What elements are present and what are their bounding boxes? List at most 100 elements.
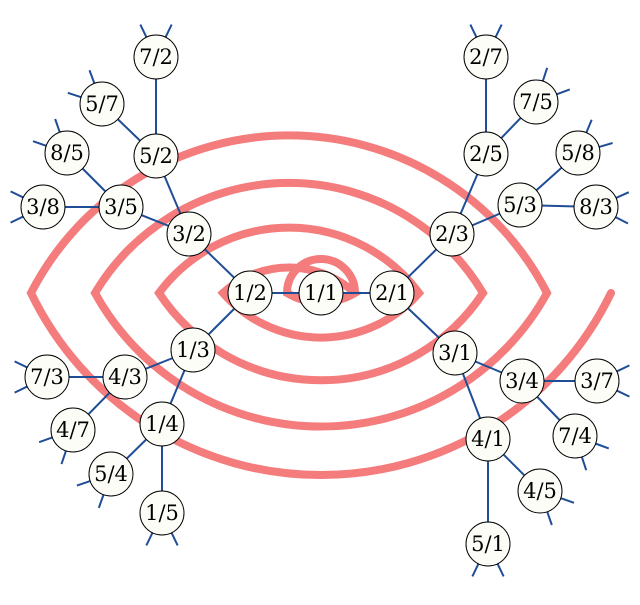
node-label: 1/3: [176, 338, 210, 362]
node-3-8: 3/8: [20, 184, 66, 230]
stub-n-4-7-0: [60, 450, 67, 465]
stub-layer: [10, 24, 630, 577]
node-circle: [227, 270, 273, 316]
stub-n-4-7-1: [38, 436, 53, 444]
node-8-3: 8/3: [573, 184, 619, 230]
node-circle: [170, 327, 216, 373]
node-circle: [139, 490, 185, 536]
node-label: 3/2: [172, 222, 206, 246]
node-4-5: 4/5: [517, 468, 563, 514]
node-circle: [24, 354, 70, 400]
stub-n-3-8-1: [10, 190, 24, 199]
node-1-2: 1/2: [227, 270, 273, 316]
node-circle: [298, 270, 344, 316]
node-label: 1/1: [304, 281, 338, 305]
node-7-2: 7/2: [133, 34, 179, 80]
node-3-7: 3/7: [574, 358, 620, 404]
node-3-2: 3/2: [166, 211, 212, 257]
node-1-1: 1/1: [298, 270, 344, 316]
node-4-1: 4/1: [465, 416, 511, 462]
node-7-3: 7/3: [24, 354, 70, 400]
stub-n-4-5-0: [560, 497, 575, 504]
node-label: 3/4: [505, 369, 539, 393]
stub-n-7-4-0: [595, 442, 610, 450]
node-label: 7/2: [139, 45, 173, 69]
node-circle: [20, 184, 66, 230]
node-7-4: 7/4: [552, 413, 598, 459]
node-label: 2/1: [375, 281, 409, 305]
stub-n-7-3-0: [14, 385, 28, 394]
node-label: 3/1: [438, 341, 472, 365]
node-label: 2/7: [469, 45, 503, 69]
node-2-5: 2/5: [463, 131, 509, 177]
node-circle: [133, 133, 179, 179]
node-5-4: 5/4: [88, 451, 134, 497]
node-label: 8/5: [50, 141, 84, 165]
node-5-2: 5/2: [133, 133, 179, 179]
node-3-4: 3/4: [499, 358, 545, 404]
stub-n-7-5-0: [541, 67, 549, 82]
node-label: 7/4: [558, 424, 592, 448]
stub-n-7-5-1: [556, 88, 571, 96]
node-circle: [432, 330, 478, 376]
node-label: 7/3: [30, 365, 64, 389]
stub-n-1-5-0: [170, 532, 179, 546]
stub-n-8-5-1: [54, 118, 61, 133]
stub-n-5-8-0: [585, 119, 593, 134]
node-circle: [463, 131, 509, 177]
stub-n-3-7-1: [616, 389, 630, 398]
node-circle: [499, 358, 545, 404]
node-circle: [555, 130, 601, 176]
node-label: 3/5: [104, 195, 138, 219]
stub-n-5-1-0: [496, 563, 505, 577]
node-2-3: 2/3: [429, 211, 475, 257]
stub-n-7-2-1: [164, 24, 173, 38]
stub-n-5-4-1: [76, 480, 91, 487]
spiral-curve: [26, 131, 615, 479]
node-circle: [139, 401, 185, 447]
node-circle: [79, 81, 125, 127]
node-circle: [463, 34, 509, 80]
node-circle: [98, 184, 144, 230]
spiral-layer: [26, 131, 615, 479]
node-circle: [574, 358, 620, 404]
node-label: 8/3: [579, 195, 613, 219]
node-circle: [465, 521, 511, 567]
stub-n-8-5-0: [32, 140, 47, 147]
stub-n-2-7-0: [469, 24, 478, 38]
node-5-8: 5/8: [555, 130, 601, 176]
node-circle: [513, 79, 559, 125]
node-circle: [50, 407, 96, 453]
node-label: 4/7: [56, 418, 90, 442]
node-label: 4/3: [108, 365, 142, 389]
node-5-1: 5/1: [465, 521, 511, 567]
stub-n-7-3-1: [14, 360, 28, 369]
node-label: 1/2: [233, 281, 267, 305]
node-label: 4/1: [471, 427, 505, 451]
node-4-3: 4/3: [102, 354, 148, 400]
node-4-7: 4/7: [50, 407, 96, 453]
node-5-3: 5/3: [497, 182, 543, 228]
node-8-5: 8/5: [44, 130, 90, 176]
node-circle: [88, 451, 134, 497]
node-1-3: 1/3: [170, 327, 216, 373]
node-label: 2/3: [435, 222, 469, 246]
node-label: 5/8: [561, 141, 595, 165]
node-label: 5/7: [85, 92, 119, 116]
stub-n-7-2-0: [139, 24, 148, 38]
node-circle: [102, 354, 148, 400]
node-circle: [517, 468, 563, 514]
stub-n-3-8-0: [10, 215, 24, 224]
stub-n-3-7-0: [616, 364, 630, 373]
node-label: 1/4: [145, 412, 179, 436]
node-1-5: 1/5: [139, 490, 185, 536]
node-label: 5/1: [471, 532, 505, 556]
node-circle: [465, 416, 511, 462]
stub-n-5-4-0: [97, 494, 105, 509]
node-label: 5/4: [94, 462, 128, 486]
node-circle: [44, 130, 90, 176]
node-circle: [133, 34, 179, 80]
node-3-5: 3/5: [98, 184, 144, 230]
